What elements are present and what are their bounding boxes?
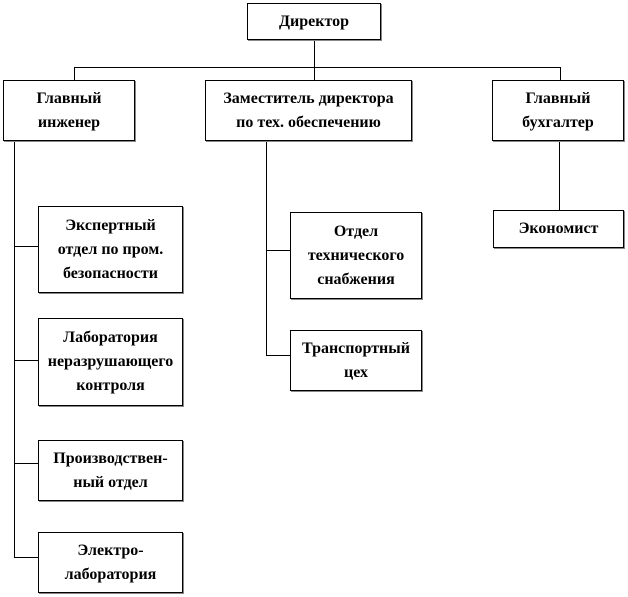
unit-label: Производствен- ный отдел xyxy=(53,449,168,491)
unit-label: Экономист xyxy=(518,220,599,237)
economist-box: Экономист xyxy=(493,210,624,248)
unit-label: Транспортный цех xyxy=(302,339,410,381)
unit-label: Лаборатория неразрушающего контроля xyxy=(47,329,174,394)
connector xyxy=(14,141,15,558)
unit-label: Электро- лаборатория xyxy=(64,541,157,583)
connector xyxy=(314,40,315,67)
connector xyxy=(266,250,290,251)
deputy-director-label: Заместитель директора по тех. обеспечени… xyxy=(223,89,394,131)
chief-engineer-box: Главный инженер xyxy=(3,80,135,141)
expert-department-box: Экспертный отдел по пром. безопасности xyxy=(38,206,183,293)
director-box: Директор xyxy=(247,3,381,40)
connector xyxy=(314,67,315,80)
supply-department-box: Отдел технического снабжения xyxy=(290,212,422,299)
connector xyxy=(266,355,290,356)
unit-label: Экспертный отдел по пром. безопасности xyxy=(57,216,164,282)
deputy-director-box: Заместитель директора по тех. обеспечени… xyxy=(205,80,412,141)
director-label: Директор xyxy=(279,12,349,30)
chief-accountant-box: Главный бухгалтер xyxy=(492,80,624,141)
connector xyxy=(14,246,38,247)
connector xyxy=(559,141,560,210)
ndt-laboratory-box: Лаборатория неразрушающего контроля xyxy=(38,318,183,406)
transport-workshop-box: Транспортный цех xyxy=(290,330,422,391)
chief-engineer-label: Главный инженер xyxy=(36,89,102,131)
connector xyxy=(14,360,38,361)
unit-label: Отдел технического снабжения xyxy=(307,222,405,288)
connector xyxy=(14,557,38,558)
production-department-box: Производствен- ный отдел xyxy=(38,440,183,501)
chief-accountant-label: Главный бухгалтер xyxy=(522,89,594,131)
connector xyxy=(266,141,267,356)
connector xyxy=(74,67,561,68)
connector xyxy=(74,67,75,80)
connector xyxy=(560,67,561,80)
electro-laboratory-box: Электро- лаборатория xyxy=(38,532,183,593)
connector xyxy=(14,463,38,464)
